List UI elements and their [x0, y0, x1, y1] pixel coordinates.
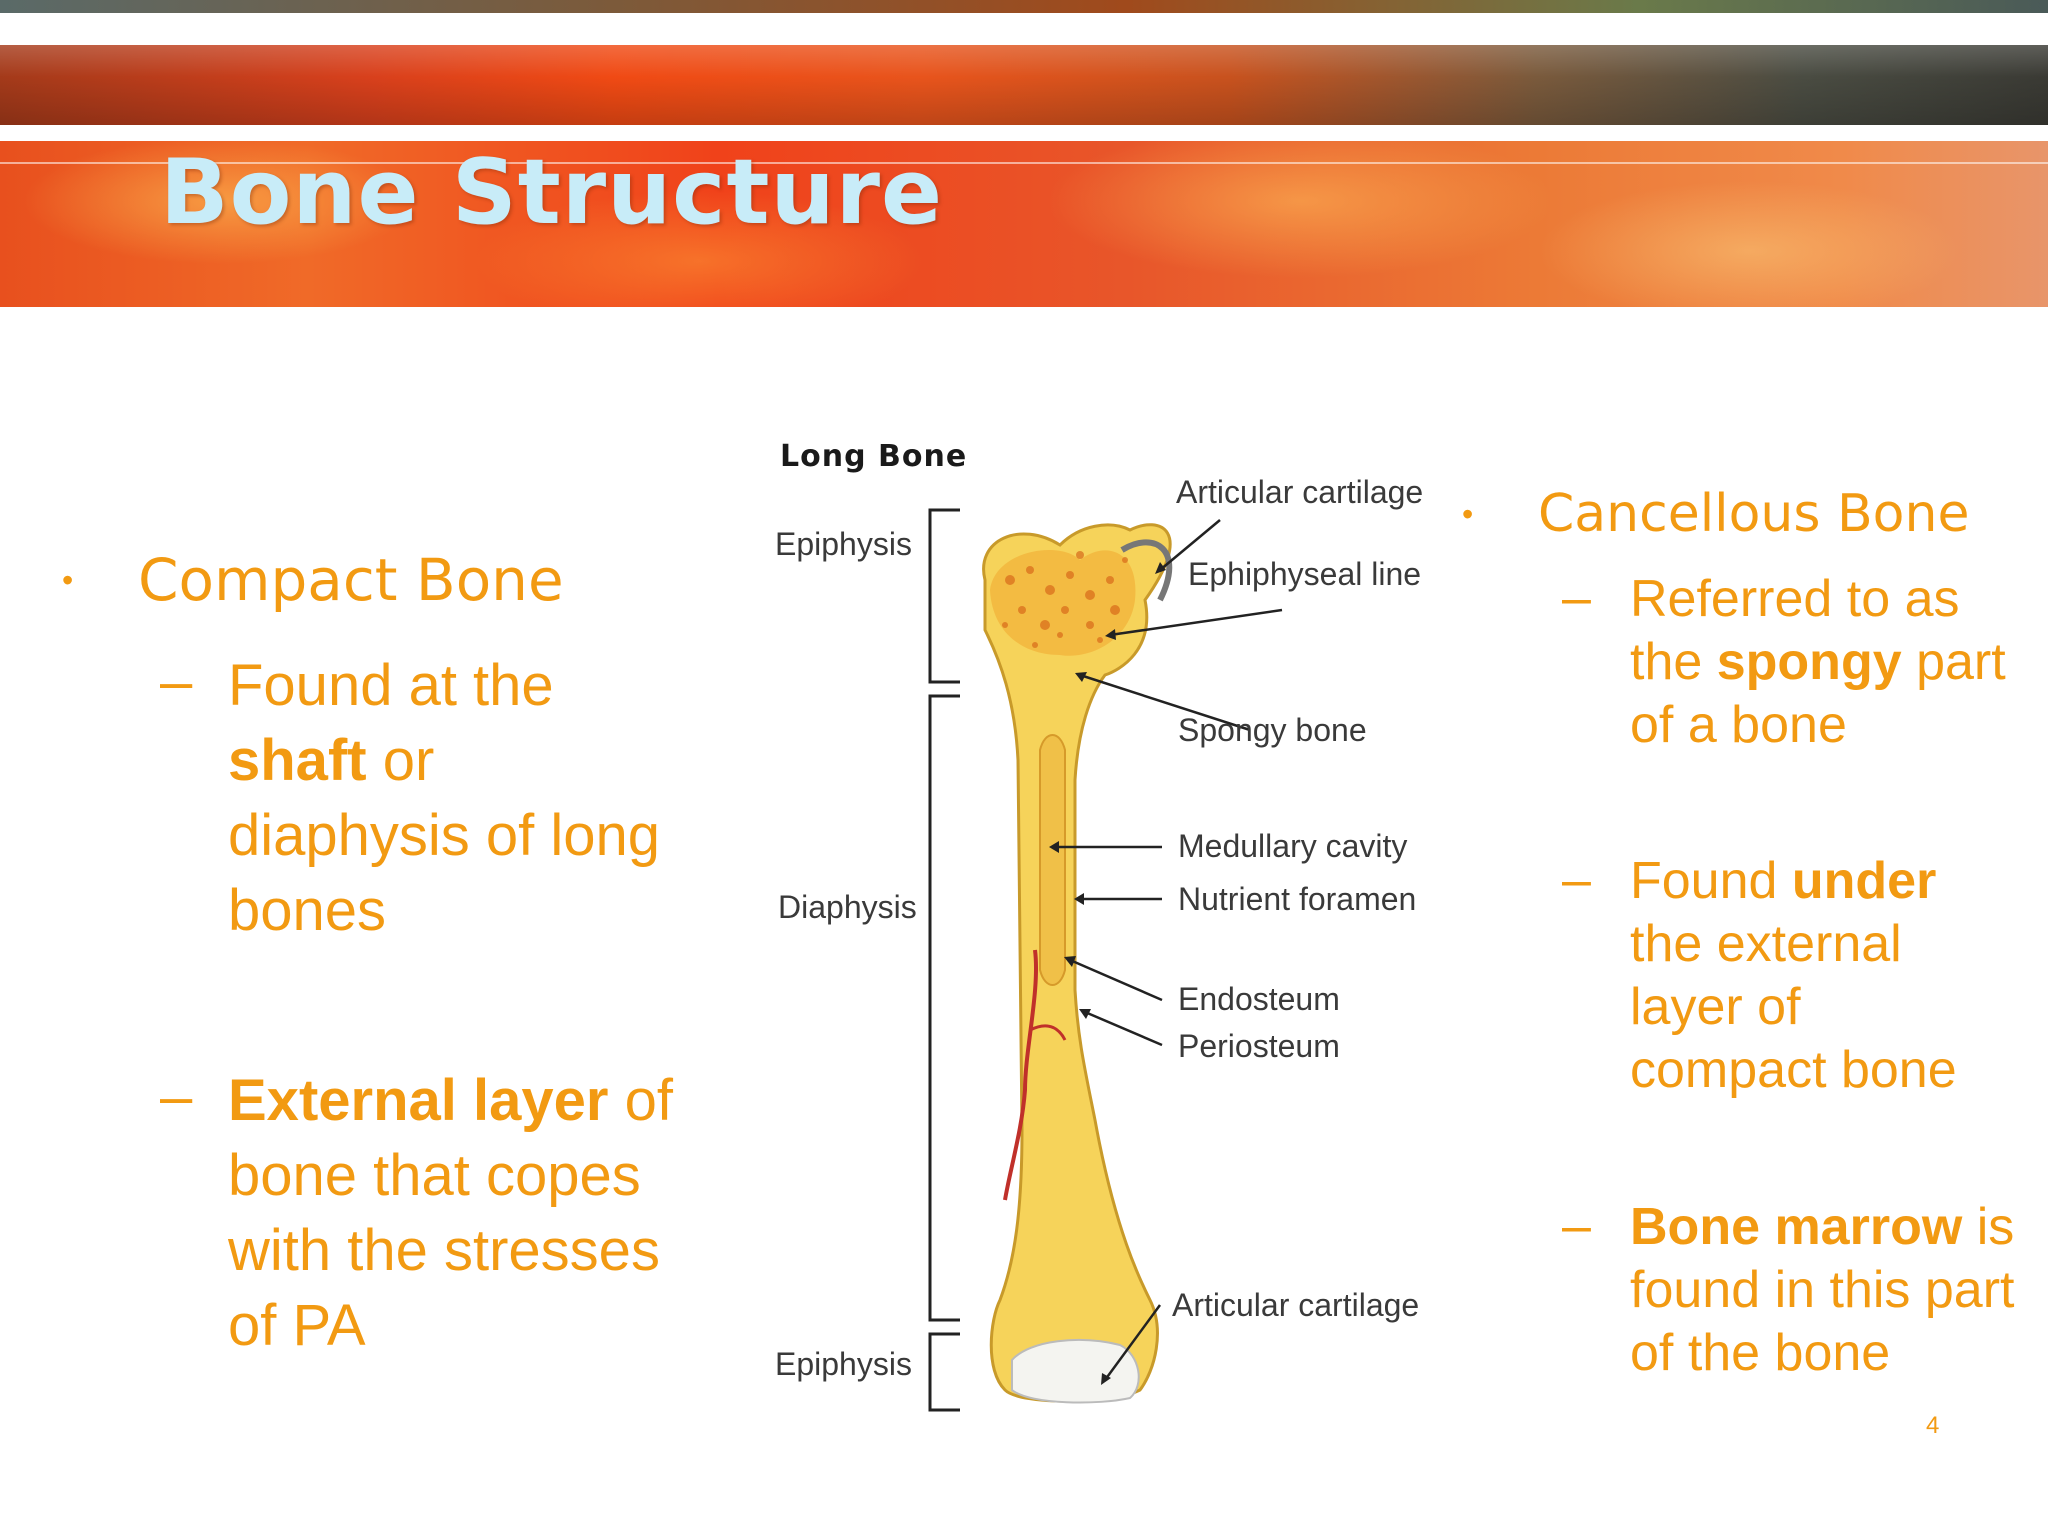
bracket-epiphysis-top [928, 508, 960, 684]
point-bold: Bone marrow [1630, 1198, 1963, 1256]
bone-outline [982, 523, 1172, 1403]
medullary-cavity-shape [1039, 734, 1066, 986]
label-epiphysis-bottom: Epiphysis [775, 1346, 912, 1382]
spongy-region-top [990, 550, 1136, 656]
label-spongy-bone: Spongy bone [1178, 712, 1367, 748]
region-brackets [928, 508, 960, 1412]
point-bold: External layer [228, 1068, 609, 1133]
label-epiphyseal-line: Ephiphyseal line [1188, 556, 1421, 592]
point-text: Found [1630, 852, 1792, 910]
bracket-diaphysis [928, 694, 960, 1322]
label-epiphysis-top: Epiphysis [775, 526, 912, 562]
long-bone-diagram: Long Bone Epiphysis Diaphysis Epiphysis [775, 439, 1423, 1412]
sub-dash: – [160, 1064, 193, 1129]
nutrient-vessel [1003, 949, 1038, 1201]
label-endosteum: Endosteum [1178, 981, 1340, 1017]
point-text: is found in this part of the bone [1630, 1198, 2015, 1382]
top-decor-line [0, 0, 2048, 13]
bracket-epiphysis-bottom [928, 1332, 960, 1412]
sub-dash: – [1562, 569, 1591, 627]
point-text: Found at the [228, 653, 554, 718]
point-bold: under [1791, 852, 1937, 910]
bullet-heading-compact: Compact Bone [138, 546, 564, 614]
sub-point-external: External layer of bone that copes with t… [228, 1063, 698, 1363]
page-number: 4 [1926, 1412, 1940, 1439]
header-band-title [0, 141, 2048, 307]
label-articular-cartilage-top: Articular cartilage [1176, 474, 1423, 510]
articular-cartilage-top [1120, 539, 1173, 602]
point-bold: spongy [1716, 633, 1902, 691]
figure-title: Long Bone [780, 439, 967, 474]
point-text: or diaphysis of long bones [228, 728, 661, 943]
bullet-dot: • [62, 562, 74, 598]
point-text: Referred to as the [1630, 570, 1960, 691]
sub-point-under: Found under the external layer of compac… [1630, 850, 2010, 1102]
header-accent-line [0, 162, 2048, 164]
header-band-upper [0, 45, 2048, 125]
sub-dash: – [160, 649, 193, 714]
slide-title: Bone Structure [160, 140, 944, 245]
sub-point-marrow: Bone marrow is found in this part of the… [1630, 1196, 2030, 1385]
label-medullary-cavity: Medullary cavity [1178, 828, 1407, 864]
label-periosteum: Periosteum [1178, 1028, 1340, 1064]
point-text: of bone that copes with the stresses of … [228, 1068, 673, 1358]
label-diaphysis: Diaphysis [778, 889, 917, 925]
sub-point-shaft: Found at the shaft or diaphysis of long … [228, 648, 668, 948]
sub-dash: – [1562, 851, 1591, 909]
label-nutrient-foramen: Nutrient foramen [1178, 881, 1416, 917]
sub-point-spongy: Referred to as the spongy part of a bone [1630, 568, 2030, 757]
spongy-pores [1002, 551, 1128, 648]
bone-illustration [982, 523, 1173, 1404]
label-articular-cartilage-bottom: Articular cartilage [1172, 1287, 1419, 1323]
articular-cartilage-bottom [1011, 1339, 1140, 1404]
bullet-heading-cancellous: Cancellous Bone [1538, 484, 1970, 544]
point-text: the external layer of compact bone [1630, 915, 1957, 1099]
point-bold: shaft [228, 728, 367, 793]
point-text: part of a bone [1630, 633, 2006, 754]
leader-lines [1055, 519, 1283, 1381]
nutrient-vessel-branch [1029, 1024, 1067, 1041]
leader-arrowheads [1049, 562, 1166, 1385]
sub-dash: – [1562, 1197, 1591, 1255]
bullet-dot: • [1462, 496, 1474, 532]
